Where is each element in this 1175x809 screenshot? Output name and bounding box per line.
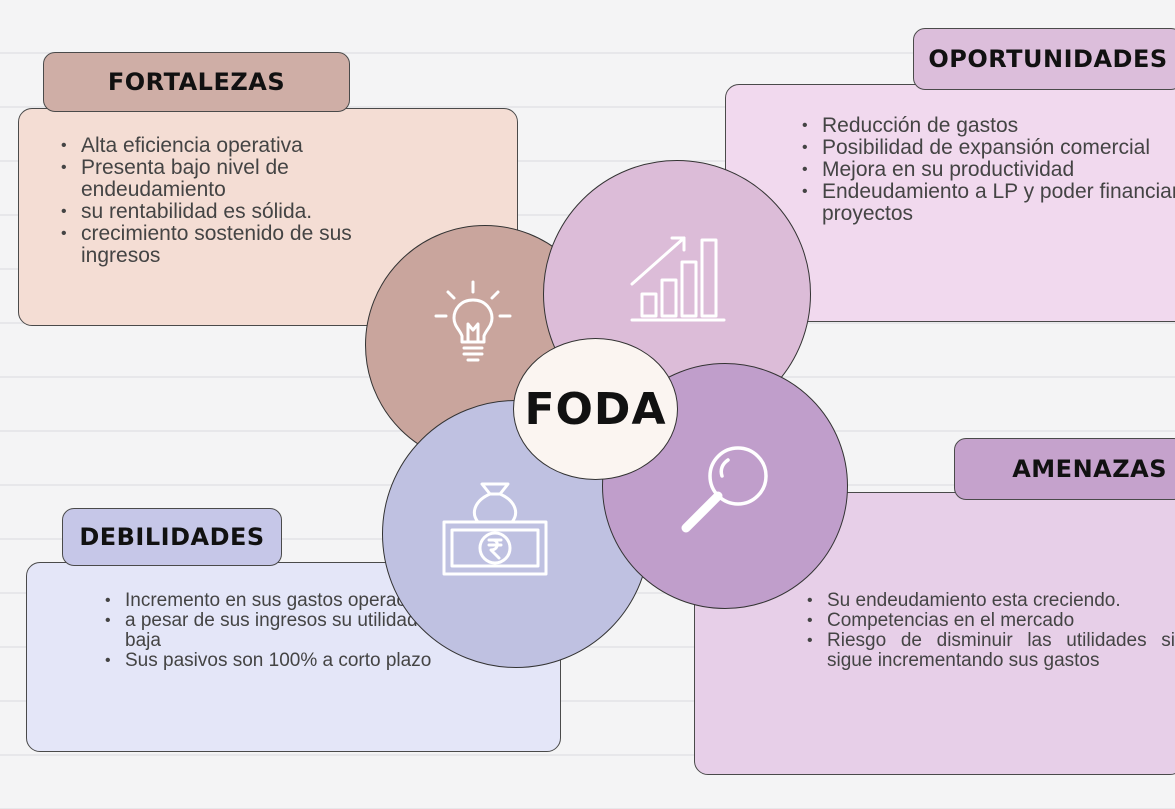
- fortalezas-header: FORTALEZAS: [43, 52, 350, 112]
- debilidades-item: Sus pasivos son 100% a corto plazo: [105, 651, 505, 672]
- oportunidades-item: Mejora en su productividad: [802, 159, 1175, 182]
- amenazas-box: Su endeudamiento esta creciendo. Compete…: [694, 492, 1175, 775]
- magnifier-icon: [681, 446, 768, 533]
- oportunidades-item: Endeudamiento a LP y poder financiar pro…: [802, 181, 1175, 225]
- fortalezas-item: Alta eficiencia operativa: [61, 135, 421, 158]
- debilidades-item: Incremento en sus gastos operacionales: [105, 591, 505, 612]
- fortalezas-item: Presenta bajo nivel de endeudamiento: [61, 157, 421, 201]
- growth-chart-icon: [630, 236, 726, 322]
- fortalezas-box: Alta eficiencia operativa Presenta bajo …: [18, 108, 518, 326]
- fortalezas-item: su rentabilidad es sólida.: [61, 201, 421, 224]
- fortalezas-list: Alta eficiencia operativa Presenta bajo …: [57, 135, 421, 267]
- foda-center-label: FODA: [524, 383, 667, 435]
- oportunidades-item: Posibilidad de expansión comercial: [802, 137, 1175, 160]
- amenazas-list: Su endeudamiento esta creciendo. Compete…: [803, 591, 1175, 671]
- foda-center-circle: FODA: [513, 338, 678, 480]
- debilidades-header: DEBILIDADES: [62, 508, 282, 566]
- amenazas-item: Competencias en el mercado: [807, 611, 1175, 632]
- amenazas-item: Riesgo de disminuir las utilidades si si…: [807, 631, 1175, 671]
- debilidades-list: Incremento en sus gastos operacionales a…: [101, 591, 505, 672]
- amenazas-item: Su endeudamiento esta creciendo.: [807, 591, 1175, 612]
- oportunidades-item: Reducción de gastos: [802, 115, 1175, 138]
- lightbulb-icon: [434, 280, 512, 362]
- fortalezas-item: crecimiento sostenido de sus ingresos: [61, 223, 421, 267]
- oportunidades-header: OPORTUNIDADES: [913, 28, 1175, 90]
- debilidades-item: a pesar de sus ingresos su utilidad neta…: [105, 611, 505, 651]
- money-bag-icon: [442, 482, 548, 576]
- oportunidades-list: Reducción de gastos Posibilidad de expan…: [798, 115, 1175, 225]
- amenazas-header: AMENAZAS: [954, 438, 1175, 500]
